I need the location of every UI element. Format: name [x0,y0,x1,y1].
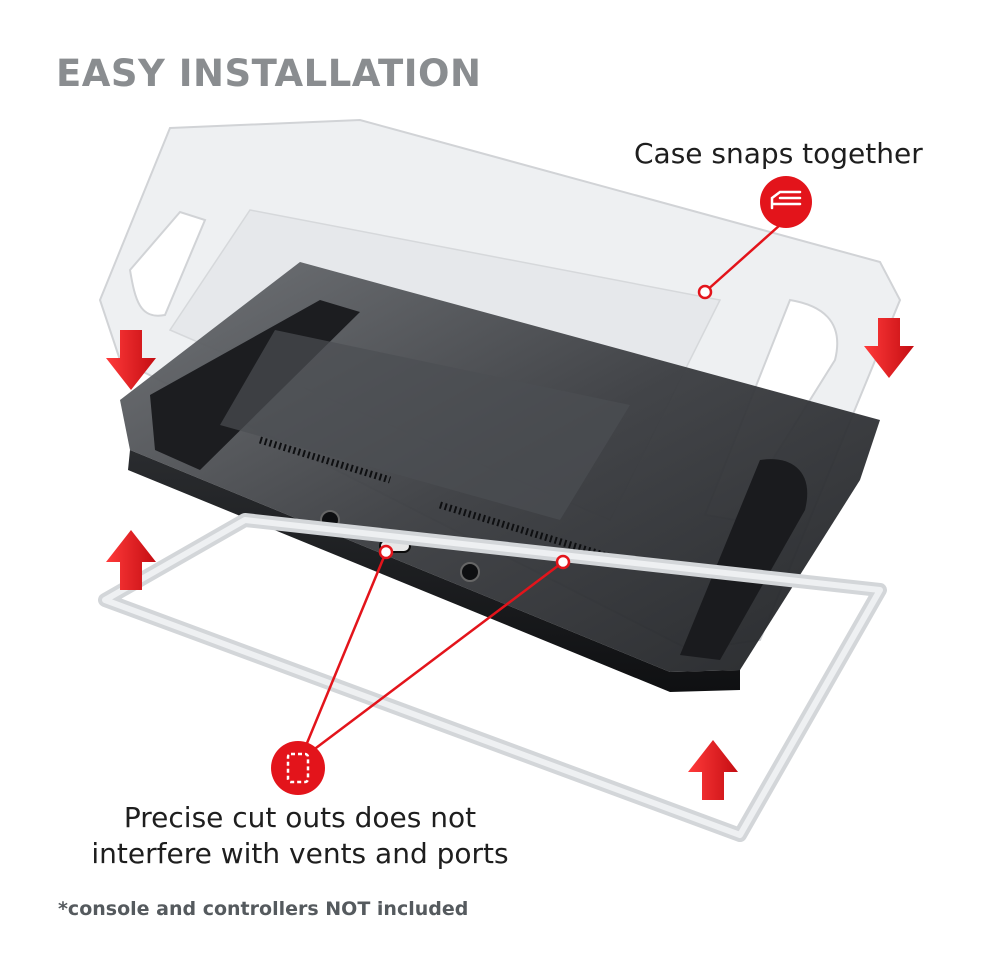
arrow-down-icon [864,318,914,378]
callout-cutouts: Precise cut outs does not interfere with… [80,800,520,872]
callout-connectors [298,224,781,761]
footnote: *console and controllers NOT included [58,898,469,920]
callout-anchor-dot [697,284,713,300]
arrow-down-icon [106,330,156,390]
case-snap-icon [760,176,812,228]
cutout-icon [271,741,325,795]
arrow-up-icon [106,530,156,590]
headline: EASY INSTALLATION [56,52,482,95]
callout-cutouts-line2: interfere with vents and ports [91,837,509,870]
callout-anchor-dot [378,544,394,560]
callout-anchor-dot [555,554,571,570]
callout-cutouts-line1: Precise cut outs does not [123,801,477,834]
arrow-up-icon [688,740,738,800]
callout-snap: Case snaps together [634,137,923,170]
bottom-case-frame [98,513,887,842]
